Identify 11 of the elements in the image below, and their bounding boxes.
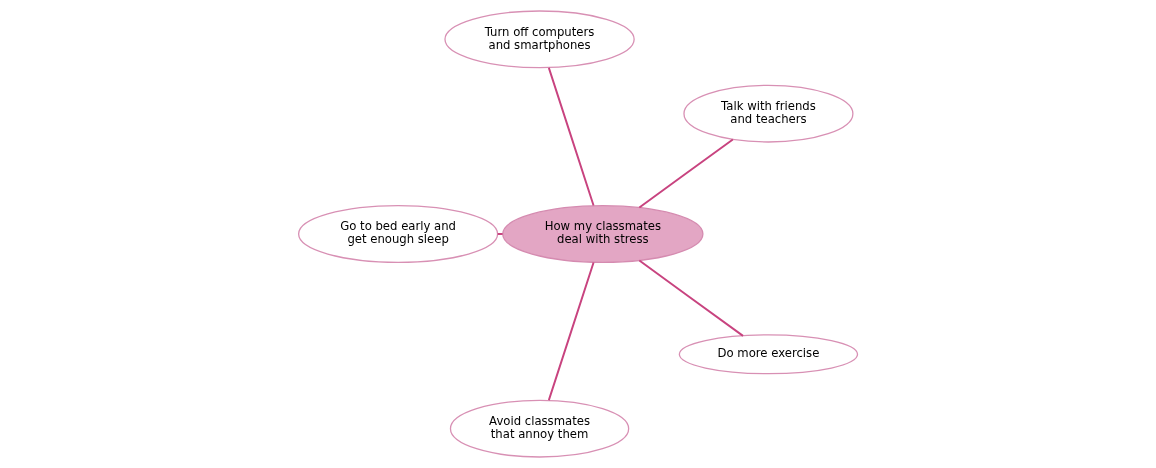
node-ellipse: Do more exercise [678, 334, 859, 375]
connector [638, 259, 744, 337]
connector [638, 138, 734, 209]
connector [547, 66, 595, 207]
node-ellipse: Go to bed early and get enough sleep [298, 205, 499, 263]
node-ellipse: Avoid classmates that annoy them [449, 399, 630, 458]
node-ellipse: How my classmates deal with stress [502, 205, 704, 263]
node-ellipse: Talk with friends and teachers [683, 84, 854, 143]
connector [496, 233, 504, 235]
connector [547, 261, 595, 402]
node-ellipse: Turn off computers and smartphones [444, 10, 635, 69]
